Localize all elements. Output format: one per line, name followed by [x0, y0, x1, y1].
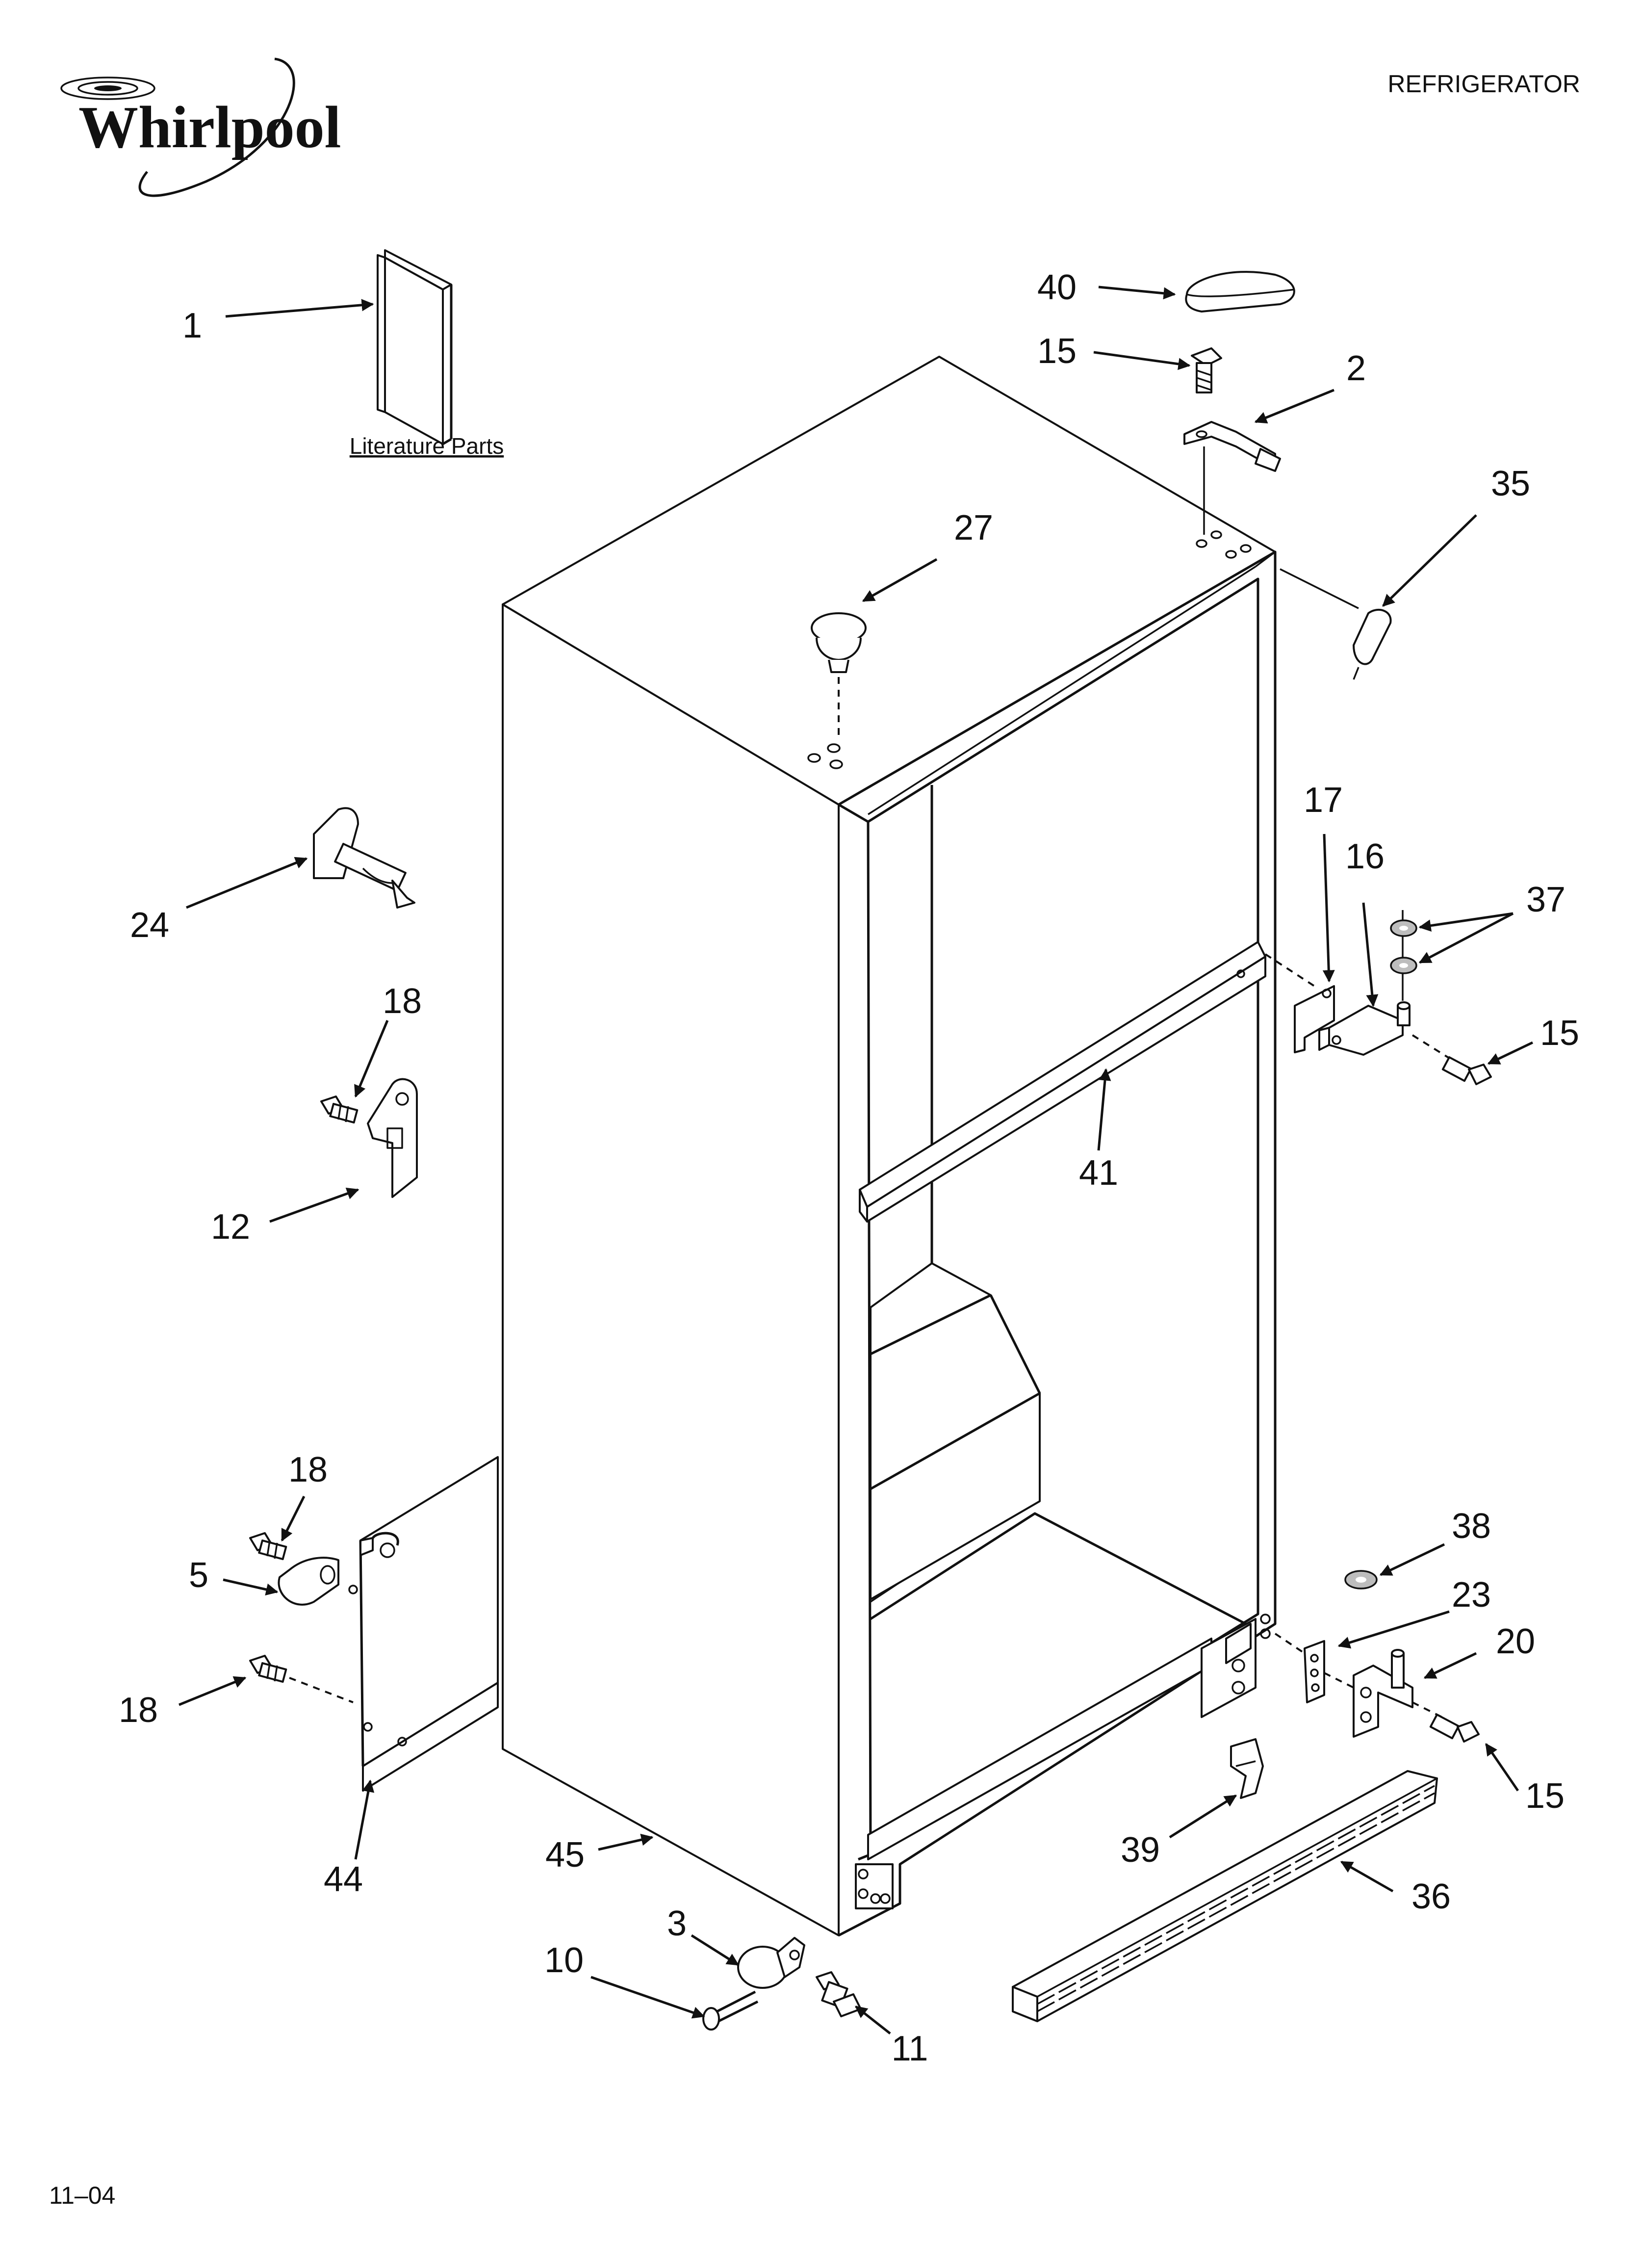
lower-hinge-washer	[1344, 1570, 1378, 1590]
washer-lower	[1390, 957, 1417, 974]
callout-36: 36	[1411, 1877, 1451, 1916]
screw-18-lower	[249, 1655, 287, 1683]
callout-11: 11	[892, 2029, 928, 2068]
door-stop-pin	[313, 807, 415, 909]
screw-18-mid	[249, 1532, 287, 1561]
literature-parts-label: Literature Parts	[350, 433, 504, 459]
callout-38: 38	[1452, 1507, 1491, 1546]
lower-hinge-block	[1201, 1614, 1271, 1718]
callout-45: 45	[545, 1835, 585, 1875]
callout-12: 12	[211, 1207, 250, 1247]
footer-date: 11–04	[49, 2182, 115, 2209]
refrigerator-cabinet	[502, 356, 1277, 1937]
callout-18-upper: 18	[383, 982, 422, 1021]
brand-name: Whirlpool	[78, 94, 341, 160]
callout-23: 23	[1452, 1575, 1491, 1615]
callout-35: 35	[1491, 464, 1530, 503]
center-hinge-shim	[1294, 985, 1335, 1053]
callout-24: 24	[130, 906, 169, 945]
center-hinge	[1318, 1001, 1411, 1056]
door-closer-bracket	[367, 1078, 418, 1198]
callout-labels: 1 40 15 2 35 27 17 16 37 15 24 18 12 41 …	[119, 268, 1579, 2068]
screw-18-upper	[320, 1095, 359, 1124]
callout-1: 1	[182, 306, 202, 345]
lower-hinge-screw	[1429, 1714, 1480, 1743]
tube-clamp	[278, 1557, 339, 1606]
top-plug	[811, 612, 867, 673]
callout-15-top: 15	[1037, 332, 1077, 371]
grille-clip	[1230, 1738, 1264, 1799]
leveling-screw	[816, 1971, 862, 2017]
callout-17: 17	[1304, 781, 1343, 820]
roller-pin	[702, 1990, 759, 2031]
leveling-roller	[737, 1937, 805, 1989]
center-hinge-screw	[1441, 1056, 1492, 1085]
callout-15-lower: 15	[1525, 1776, 1565, 1816]
callout-41: 41	[1079, 1153, 1118, 1193]
lower-hinge	[1353, 1649, 1413, 1738]
callout-44: 44	[324, 1860, 363, 1899]
callout-16: 16	[1345, 837, 1385, 876]
hinge-shim	[1353, 608, 1392, 680]
callout-18-mid: 18	[288, 1450, 328, 1489]
callout-10: 10	[544, 1941, 584, 1980]
callout-15-center: 15	[1540, 1014, 1579, 1053]
brand-logo: Whirlpool	[60, 57, 341, 197]
callout-27: 27	[954, 508, 993, 547]
top-hinge-screw	[1191, 347, 1222, 393]
product-type-label: REFRIGERATOR	[1387, 70, 1580, 98]
base-grille	[1012, 1770, 1438, 2022]
callout-2: 2	[1346, 349, 1366, 388]
callout-37: 37	[1526, 880, 1565, 919]
leader-lines	[179, 286, 1534, 2034]
rear-access-panel	[348, 1456, 499, 1792]
lower-hinge-shim	[1304, 1640, 1325, 1703]
top-hinge	[1183, 421, 1281, 472]
callout-5: 5	[189, 1556, 208, 1595]
divider-rail	[859, 941, 1266, 1223]
callout-3: 3	[667, 1904, 687, 1943]
callout-18-lower: 18	[119, 1691, 158, 1730]
callout-40: 40	[1037, 268, 1077, 307]
callout-20: 20	[1496, 1622, 1535, 1661]
callout-39: 39	[1121, 1830, 1160, 1870]
hinge-cover-cap	[1185, 271, 1295, 313]
literature-parts-booklet	[377, 249, 453, 445]
washer-upper	[1390, 919, 1417, 937]
